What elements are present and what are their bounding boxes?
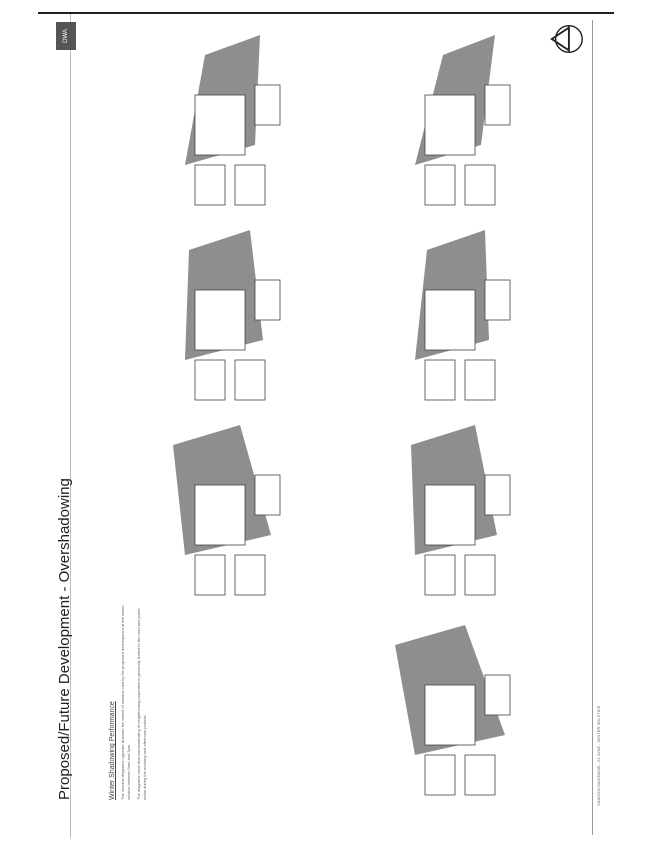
building-footprint: [254, 279, 281, 321]
building-footprint: [424, 554, 456, 596]
building-footprint: [424, 484, 476, 546]
building-footprint: [424, 754, 456, 796]
building-footprint: [424, 94, 476, 156]
section-heading: Winter Shadowing Performance: [109, 701, 116, 800]
building-footprint: [194, 359, 226, 401]
building-footprint: [484, 474, 511, 516]
building-footprint: [484, 674, 511, 716]
building-footprint: [194, 94, 246, 156]
paragraph-1: The shadow diagrams opposite illustrate …: [120, 605, 131, 800]
building-footprint: [254, 84, 281, 126]
footer-divider: [592, 20, 593, 835]
building-footprint: [484, 84, 511, 126]
building-footprint: [194, 164, 226, 206]
building-footprint: [194, 289, 246, 351]
building-footprint: [424, 359, 456, 401]
north-arrow-icon: [550, 24, 583, 54]
building-footprint: [194, 484, 246, 546]
building-footprint: [464, 164, 496, 206]
building-footprint: [234, 164, 266, 206]
shadow-diagram-d3: [411, 425, 511, 596]
shadow-diagram-d2: [173, 425, 281, 596]
building-footprint: [424, 289, 476, 351]
shadow-diagram-d7: [415, 35, 511, 206]
building-footprint: [484, 279, 511, 321]
shadow-diagram-d1: [395, 625, 511, 796]
shadow-diagram-d6: [185, 35, 281, 206]
building-footprint: [464, 554, 496, 596]
building-footprint: [424, 684, 476, 746]
building-footprint: [424, 164, 456, 206]
title-band: [48, 14, 71, 838]
building-footprint: [234, 359, 266, 401]
building-footprint: [464, 359, 496, 401]
building-footprint: [254, 474, 281, 516]
shadow-diagram-d4: [185, 230, 281, 401]
footer-caption: SHADOW DIAGRAMS - 21 JUNE - WINTER SOLST…: [596, 705, 601, 806]
logo-text: DWA: [63, 29, 69, 43]
building-footprint: [464, 754, 496, 796]
top-border: [38, 12, 614, 14]
page-title: Proposed/Future Development - Overshadow…: [56, 478, 73, 800]
building-footprint: [194, 554, 226, 596]
text-column: Winter Shadowing Performance The shadow …: [109, 600, 152, 800]
building-footprint: [234, 554, 266, 596]
company-logo: DWA: [56, 22, 76, 50]
paragraph-2: The diagrams show that overshadowing of …: [136, 608, 147, 800]
shadow-diagram-d5: [415, 230, 511, 401]
